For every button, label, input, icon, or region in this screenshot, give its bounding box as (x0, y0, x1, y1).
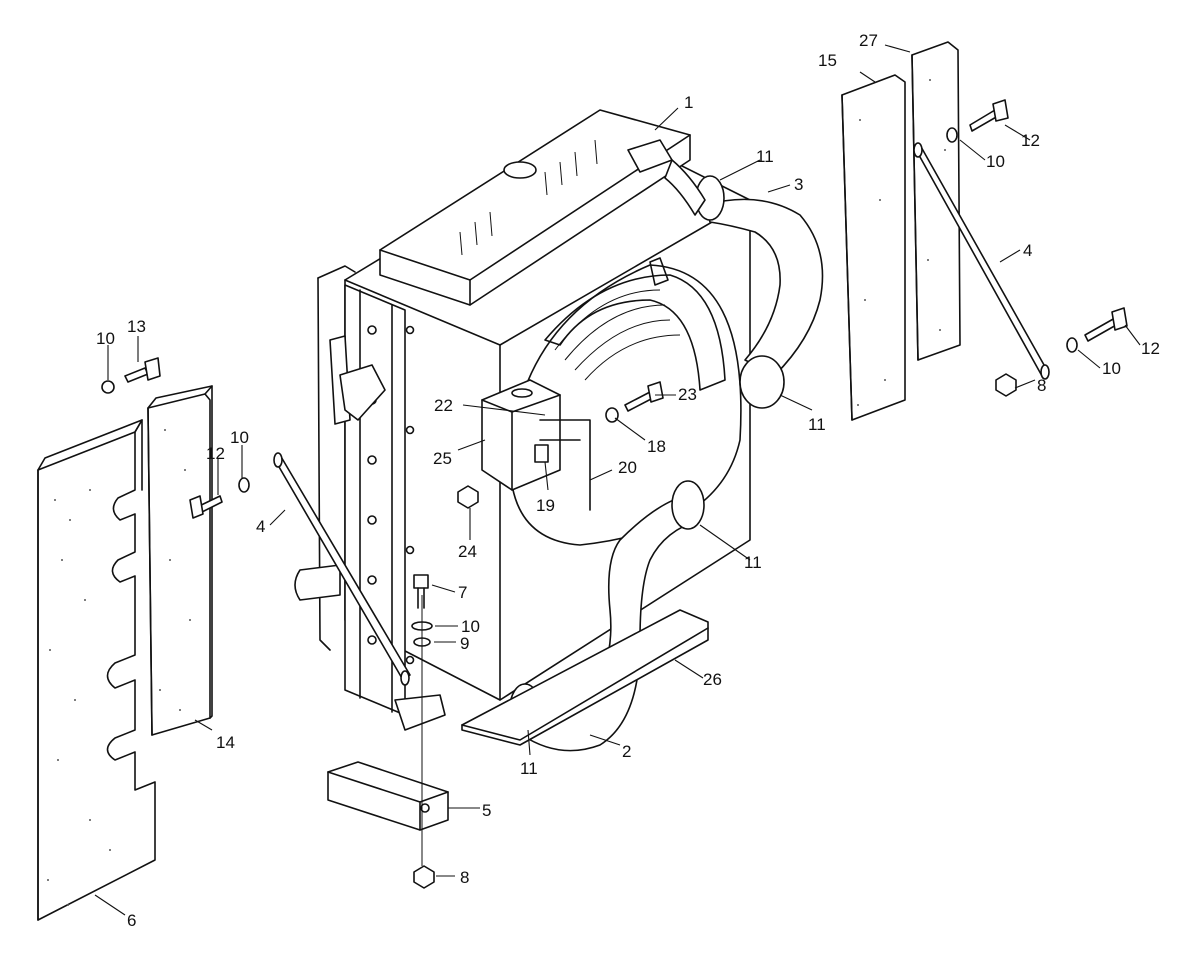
hardware (101, 99, 1128, 889)
callout-2: 2 (622, 742, 631, 761)
support-5 (327, 761, 449, 831)
stay-rod-right (913, 142, 1050, 380)
callout-4-right: 4 (1023, 241, 1032, 260)
callout-11-c: 11 (744, 553, 762, 572)
callout-10-b: 10 (230, 428, 249, 447)
bracket-box (481, 379, 591, 511)
callout-1: 1 (684, 93, 693, 112)
callout-10-e: 10 (1102, 359, 1121, 378)
callout-15: 15 (818, 51, 837, 70)
callout-12-a: 12 (206, 444, 225, 463)
callout-8-right: 8 (1037, 376, 1046, 395)
radiator-top-tank (379, 109, 691, 306)
callout-22: 22 (434, 396, 453, 415)
callout-13: 13 (127, 317, 146, 336)
callout-25: 25 (433, 449, 452, 468)
left-panel-speckle (47, 489, 111, 906)
callout-20: 20 (618, 458, 637, 477)
callout-11-a: 11 (756, 147, 774, 166)
callout-7: 7 (458, 583, 467, 602)
callout-10-c: 10 (461, 617, 480, 636)
callout-6: 6 (127, 911, 136, 930)
callout-10-a: 10 (96, 329, 115, 348)
upper-hose (627, 139, 824, 409)
support-26 (461, 609, 709, 746)
callout-19: 19 (536, 496, 555, 515)
callout-5: 5 (482, 801, 491, 820)
callout-9: 9 (460, 634, 469, 653)
callout-12-c: 12 (1141, 339, 1160, 358)
callout-10-d: 10 (986, 152, 1005, 171)
callout-12-b: 12 (1021, 131, 1040, 150)
right-panel-15 (841, 74, 906, 421)
callout-11-d: 11 (520, 759, 538, 778)
inner-left-panel (147, 385, 213, 736)
callout-27: 27 (859, 31, 878, 50)
callout-4-left: 4 (256, 517, 265, 536)
callout-labels: 1 2 3 4 4 5 6 7 8 8 9 10 10 10 10 10 11 … (96, 31, 1160, 930)
leader-lines (94, 44, 1141, 916)
right-panel-27 (911, 41, 961, 361)
callout-8-bottom: 8 (460, 868, 469, 887)
left-side-panel (37, 419, 156, 921)
callout-23: 23 (678, 385, 697, 404)
stay-rod-left (273, 452, 411, 686)
callout-18: 18 (647, 437, 666, 456)
callout-11-b: 11 (808, 415, 826, 434)
callout-14: 14 (216, 733, 235, 752)
callout-24: 24 (458, 542, 477, 561)
callout-26: 26 (703, 670, 722, 689)
callout-3: 3 (794, 175, 803, 194)
